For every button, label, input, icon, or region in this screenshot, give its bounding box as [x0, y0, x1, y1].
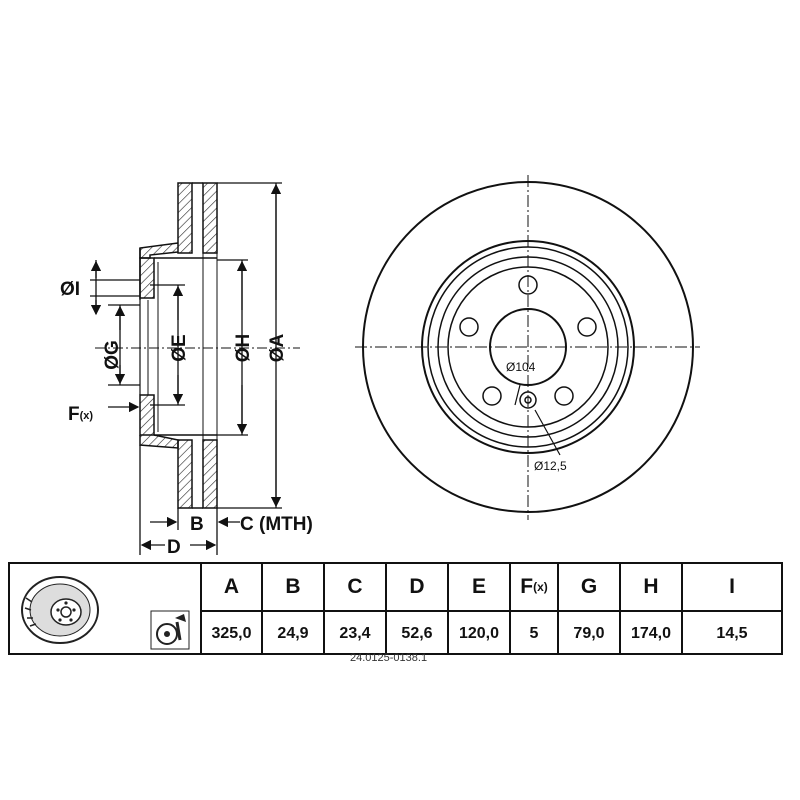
- header-b: B: [263, 564, 325, 610]
- value-d: 52,6: [387, 612, 449, 655]
- value-i: 14,5: [716, 624, 748, 642]
- front-view: [355, 175, 700, 520]
- header-g: G: [559, 564, 621, 610]
- disc-side-icon: [150, 610, 190, 650]
- label-dia-h: ØH: [233, 334, 254, 363]
- label-d: D: [167, 537, 181, 558]
- bolt-hole-3: [554, 386, 574, 406]
- header-f: F(x): [511, 564, 559, 610]
- value-g: 79,0: [559, 612, 621, 655]
- spec-value-row: 325,0 24,9 23,4 52,6 120,0 5 79,0 174,0 …: [202, 610, 781, 655]
- value-c: 23,4: [325, 612, 387, 655]
- header-h: H: [621, 564, 683, 610]
- spec-header-row: A B C D E F(x) G H I: [202, 564, 781, 610]
- dimension-lines: [90, 182, 282, 555]
- bolt-hole-1: [518, 275, 538, 295]
- header-i: I: [729, 575, 735, 598]
- header-c: C: [325, 564, 387, 610]
- value-e: 120,0: [449, 612, 511, 655]
- spec-grid: A B C D E F(x) G H I 325,0 24,9 23,4 52,…: [202, 564, 781, 655]
- label-b: B: [190, 514, 204, 535]
- centering-hole: [519, 391, 537, 409]
- label-dia-g: ØG: [102, 340, 123, 370]
- label-dia-a: ØA: [267, 333, 288, 362]
- label-f: F(x): [68, 404, 93, 425]
- label-dia-e: ØE: [169, 334, 190, 361]
- header-d: D: [387, 564, 449, 610]
- spec-table: A B C D E F(x) G H I 325,0 24,9 23,4 52,…: [8, 562, 783, 655]
- label-c-mth: C (MTH): [240, 514, 313, 535]
- bolt-hole-2: [577, 317, 597, 337]
- label-pcd: Ø104: [506, 360, 536, 374]
- section-view: [95, 182, 300, 509]
- thumbnail-cell: [10, 564, 202, 653]
- value-b: 24,9: [263, 612, 325, 655]
- value-h: 174,0: [621, 612, 683, 655]
- bolt-hole-5: [459, 317, 479, 337]
- header-e: E: [449, 564, 511, 610]
- value-f: 5: [511, 612, 559, 655]
- brake-disc-drawing: ØI ØG ØE ØH ØA F(x) B C (MTH) D Ø104 Ø12…: [60, 175, 700, 558]
- label-dia-i: ØI: [60, 279, 80, 300]
- catalog-number: 24.0125-0138.1: [350, 652, 428, 664]
- bolt-hole-4: [482, 386, 502, 406]
- disc-thumbnail-icon: [21, 576, 99, 644]
- value-a: 325,0: [202, 612, 263, 655]
- header-a: A: [202, 564, 263, 610]
- label-bolt-hole: Ø12,5: [534, 459, 567, 473]
